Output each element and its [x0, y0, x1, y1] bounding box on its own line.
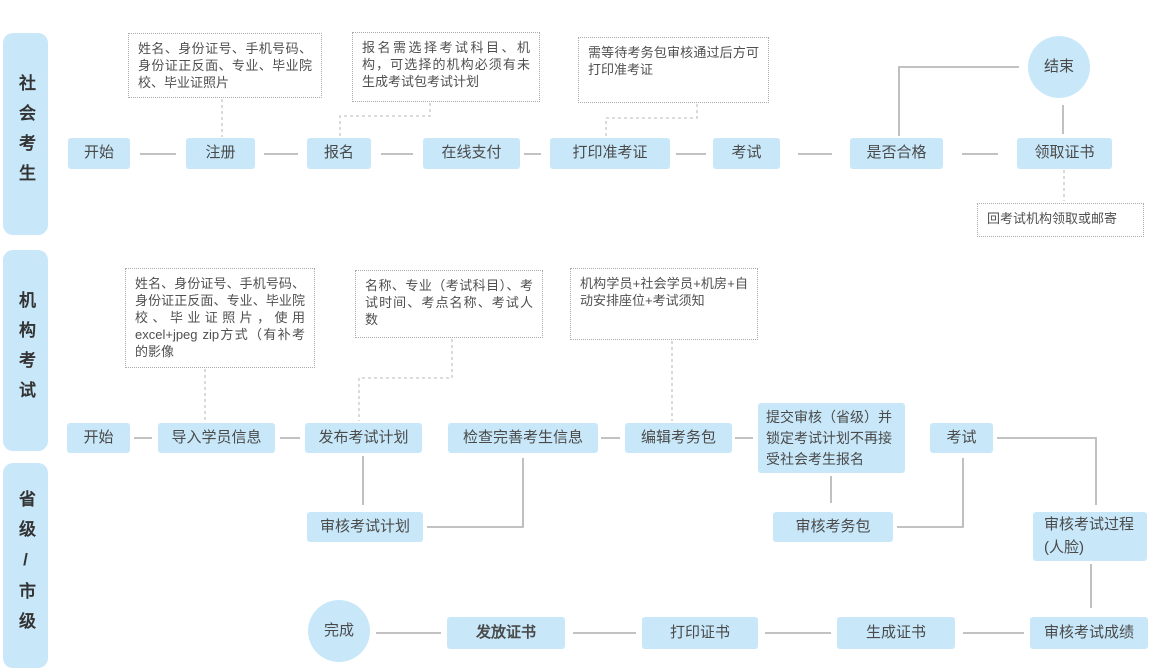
note-org-import: 姓名、身份证号、手机号码、身份证正反面、专业、毕业院校、毕业证照片，使用exce… [125, 268, 315, 368]
node-social-receive-cert: 领取证书 [1017, 138, 1112, 169]
node-social-start: 开始 [68, 138, 130, 169]
note-social-receive: 回考试机构领取或邮寄 [977, 203, 1144, 237]
dashed-note-signup [339, 103, 431, 136]
node-social-end: 结束 [1028, 36, 1090, 98]
node-social-pass-check: 是否合格 [850, 138, 943, 169]
node-org-publish-plan: 发布考试计划 [305, 423, 422, 453]
node-gov-print-cert: 打印证书 [642, 617, 758, 649]
node-org-start: 开始 [67, 423, 130, 453]
lane-gov-label: 省级/市级 [16, 489, 35, 642]
note-org-publish: 名称、专业（考试科目）、考试时间、考点名称、考试人数 [355, 270, 543, 338]
node-org-submit-review: 提交审核（省级）并锁定考试计划不再接受社会考生报名 [758, 403, 905, 473]
node-org-edit-package: 编辑考务包 [625, 423, 732, 453]
note-social-register: 姓名、身份证号、手机号码、身份证正反面、专业、毕业院校、毕业证照片 [128, 33, 322, 98]
arrow-orgexam-reviewprocess [997, 437, 1097, 505]
node-org-exam: 考试 [930, 423, 993, 453]
lane-provincial-municipal: 省级/市级 [3, 463, 48, 668]
lane-institution-exam: 机构考试 [3, 250, 48, 451]
node-social-print-ticket: 打印准考证 [550, 138, 670, 169]
node-gov-review-process: 审核考试过程(人脸) [1033, 512, 1147, 561]
arrow-reviewplan-check [427, 458, 524, 528]
arrow-reviewpackage-orgexam [897, 458, 964, 528]
arrow-social-pass-end [898, 66, 1019, 136]
note-social-signup: 报名需选择考试科目、机构，可选择的机构必须有未生成考试包考试计划 [352, 32, 540, 102]
dashed-note-publish [358, 339, 453, 421]
node-org-import-students: 导入学员信息 [158, 423, 275, 453]
lane-social-candidates: 社会考生 [3, 33, 48, 235]
node-gov-review-package: 审核考务包 [773, 512, 893, 542]
node-gov-review-score: 审核考试成绩 [1030, 617, 1148, 649]
node-social-exam: 考试 [713, 138, 780, 169]
node-gov-issue-cert: 发放证书 [447, 617, 565, 649]
node-social-pay: 在线支付 [423, 138, 520, 169]
note-social-print: 需等待考务包审核通过后方可打印准考证 [578, 37, 769, 103]
node-org-check-info: 检查完善考生信息 [448, 423, 598, 453]
node-social-register: 注册 [186, 138, 255, 169]
lane-social-label: 社会考生 [16, 74, 35, 194]
lane-org-label: 机构考试 [16, 290, 35, 411]
node-gov-done: 完成 [308, 600, 370, 662]
node-gov-review-plan: 审核考试计划 [307, 512, 423, 542]
note-org-package: 机构学员+社会学员+机房+自动安排座位+考试须知 [570, 268, 758, 340]
node-gov-generate-cert: 生成证书 [837, 617, 955, 649]
dashed-note-print [605, 104, 698, 136]
node-social-signup: 报名 [307, 138, 371, 169]
